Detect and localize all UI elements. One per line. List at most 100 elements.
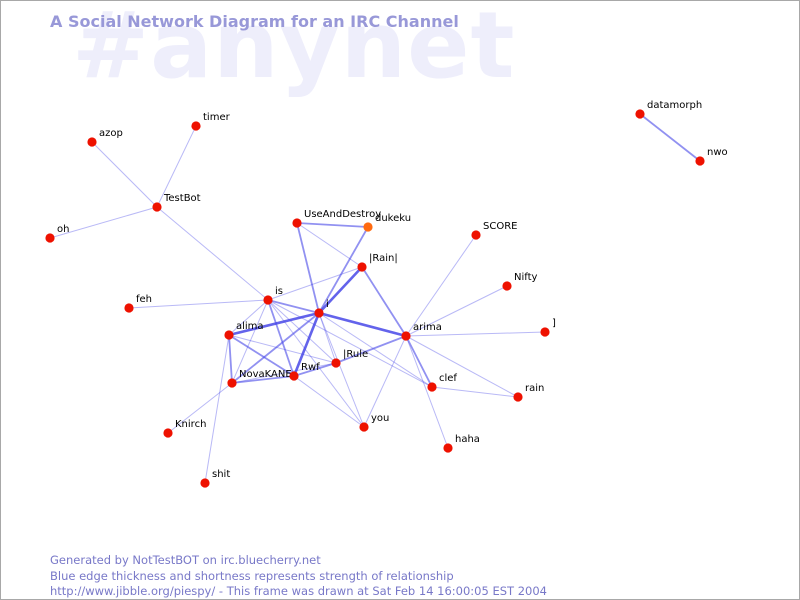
node-label: rain: [525, 383, 544, 394]
node-dot[interactable]: [443, 443, 453, 453]
node-label: alima: [236, 321, 264, 332]
node-dot[interactable]: [635, 109, 645, 119]
node-label: azop: [99, 128, 123, 139]
node-dot[interactable]: [363, 222, 373, 232]
node[interactable]: alima: [224, 321, 264, 340]
node[interactable]: shit: [200, 469, 230, 488]
node[interactable]: oh: [45, 224, 69, 243]
edge: [318, 312, 433, 388]
node-label: shit: [212, 469, 230, 480]
node-dot[interactable]: [87, 137, 97, 147]
node-dot[interactable]: [359, 422, 369, 432]
edge: [228, 299, 269, 336]
node[interactable]: dukeku: [363, 213, 411, 232]
edge: [231, 312, 320, 384]
node-label: dukeku: [375, 213, 411, 224]
node-dot[interactable]: [401, 331, 411, 341]
node-dot[interactable]: [124, 303, 134, 313]
node-label: feh: [136, 294, 152, 305]
node-label: nwo: [707, 147, 728, 158]
node[interactable]: i: [314, 299, 329, 318]
node-dot[interactable]: [331, 358, 341, 368]
edge: [639, 113, 701, 162]
node-label: NovaKANE: [239, 369, 292, 380]
edge: [318, 226, 369, 314]
edge: [204, 334, 230, 484]
node[interactable]: arima: [401, 322, 442, 341]
node-label: is: [275, 286, 283, 297]
edge: [293, 375, 365, 428]
edge: [228, 334, 295, 377]
edge: [335, 335, 407, 364]
node-dot[interactable]: [502, 281, 512, 291]
node-dot[interactable]: [471, 230, 481, 240]
edge: [231, 362, 337, 384]
edge: [405, 285, 508, 337]
edge: [318, 266, 363, 314]
node-dot[interactable]: [227, 378, 237, 388]
node[interactable]: UseAndDestroy: [292, 209, 381, 228]
node[interactable]: SCORE: [471, 221, 517, 240]
node[interactable]: ]: [540, 318, 556, 337]
edge: [156, 125, 197, 208]
footer-generated-by: Generated by NotTestBOT on irc.bluecherr…: [50, 553, 321, 567]
node-dot[interactable]: [314, 308, 324, 318]
node-label: ]: [552, 318, 556, 329]
edge: [405, 335, 519, 398]
node-label: haha: [455, 434, 480, 445]
edge: [405, 234, 477, 337]
footer-url-timestamp: http://www.jibble.org/piespy/ - This fra…: [50, 584, 547, 598]
edge: [318, 312, 365, 428]
edge: [228, 334, 233, 384]
edge: [231, 299, 269, 384]
node-dot[interactable]: [263, 295, 273, 305]
node[interactable]: Rwf: [289, 362, 320, 381]
node[interactable]: feh: [124, 294, 152, 313]
node[interactable]: Nifty: [502, 272, 538, 291]
node-label: Nifty: [514, 272, 538, 283]
node[interactable]: you: [359, 413, 389, 432]
edge: [296, 222, 363, 268]
node-dot[interactable]: [357, 262, 367, 272]
node[interactable]: rain: [513, 383, 544, 402]
node-dot[interactable]: [427, 382, 437, 392]
edge: [296, 222, 320, 314]
edge: [267, 299, 320, 314]
node[interactable]: NovaKANE: [227, 369, 292, 388]
edge: [91, 141, 158, 208]
node-label: |Rain|: [369, 253, 398, 264]
node[interactable]: |Rule: [331, 349, 368, 368]
edge: [49, 206, 158, 239]
node-dot[interactable]: [191, 121, 201, 131]
node-dot[interactable]: [224, 330, 234, 340]
node[interactable]: TestBot: [152, 193, 201, 212]
node-dot[interactable]: [695, 156, 705, 166]
node[interactable]: clef: [427, 373, 457, 392]
node[interactable]: |Rain|: [357, 253, 398, 272]
node-dot[interactable]: [163, 428, 173, 438]
node[interactable]: azop: [87, 128, 123, 147]
node-dot[interactable]: [152, 202, 162, 212]
node-dot[interactable]: [289, 371, 299, 381]
node[interactable]: timer: [191, 112, 231, 131]
edge: [318, 311, 407, 338]
node[interactable]: Knirch: [163, 419, 206, 438]
node-dot[interactable]: [200, 478, 210, 488]
node[interactable]: datamorph: [635, 100, 702, 119]
node-label: i: [326, 299, 329, 310]
edge: [267, 299, 433, 388]
node-dot[interactable]: [513, 392, 523, 402]
edge: [431, 386, 519, 398]
node[interactable]: nwo: [695, 147, 728, 166]
node-dot[interactable]: [292, 218, 302, 228]
edge: [128, 299, 269, 309]
node-dot[interactable]: [45, 233, 55, 243]
edge: [228, 311, 320, 337]
node[interactable]: haha: [443, 434, 480, 453]
node-dot[interactable]: [540, 327, 550, 337]
node[interactable]: is: [263, 286, 283, 305]
edge: [267, 299, 337, 364]
